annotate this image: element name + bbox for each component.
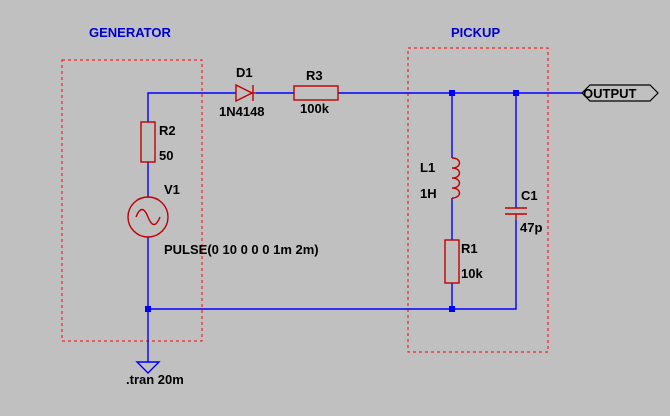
l1-value: 1H — [420, 186, 437, 201]
wire-bottom-main — [148, 220, 517, 310]
r3-value: 100k — [300, 101, 330, 116]
tran-directive: .tran 20m — [126, 372, 184, 387]
c1-name: C1 — [521, 188, 538, 203]
d1-value: 1N4148 — [219, 104, 265, 119]
r2-value: 50 — [159, 148, 173, 163]
resistor-r2 — [140, 121, 156, 163]
junction-node — [145, 306, 151, 312]
inductor-l1 — [451, 157, 461, 199]
v1-name: V1 — [164, 182, 180, 197]
diode-d1 — [235, 83, 256, 103]
generator-group-box — [61, 59, 203, 342]
resistor-r3 — [293, 85, 339, 101]
wire-top-left — [147, 92, 236, 122]
output-port — [581, 84, 659, 102]
junction-node — [513, 90, 519, 96]
r2-name: R2 — [159, 123, 176, 138]
l1-name: L1 — [420, 160, 435, 175]
r1-value: 10k — [461, 266, 483, 281]
r1-name: R1 — [461, 241, 478, 256]
junction-node — [449, 306, 455, 312]
wires — [147, 92, 582, 362]
d1-name: D1 — [236, 65, 253, 80]
junction-node — [449, 90, 455, 96]
capacitor-c1 — [505, 207, 527, 220]
voltage-source-v1 — [127, 196, 169, 238]
output-port-label: OUTPUT — [583, 86, 637, 101]
generator-group-label: GENERATOR — [89, 25, 171, 40]
ground-symbol — [135, 361, 161, 374]
pickup-group-label: PICKUP — [451, 25, 500, 40]
r3-name: R3 — [306, 68, 323, 83]
c1-value: 47p — [520, 220, 542, 235]
resistor-r1 — [444, 239, 460, 284]
v1-value: PULSE(0 10 0 0 0 1m 2m) — [164, 242, 319, 257]
